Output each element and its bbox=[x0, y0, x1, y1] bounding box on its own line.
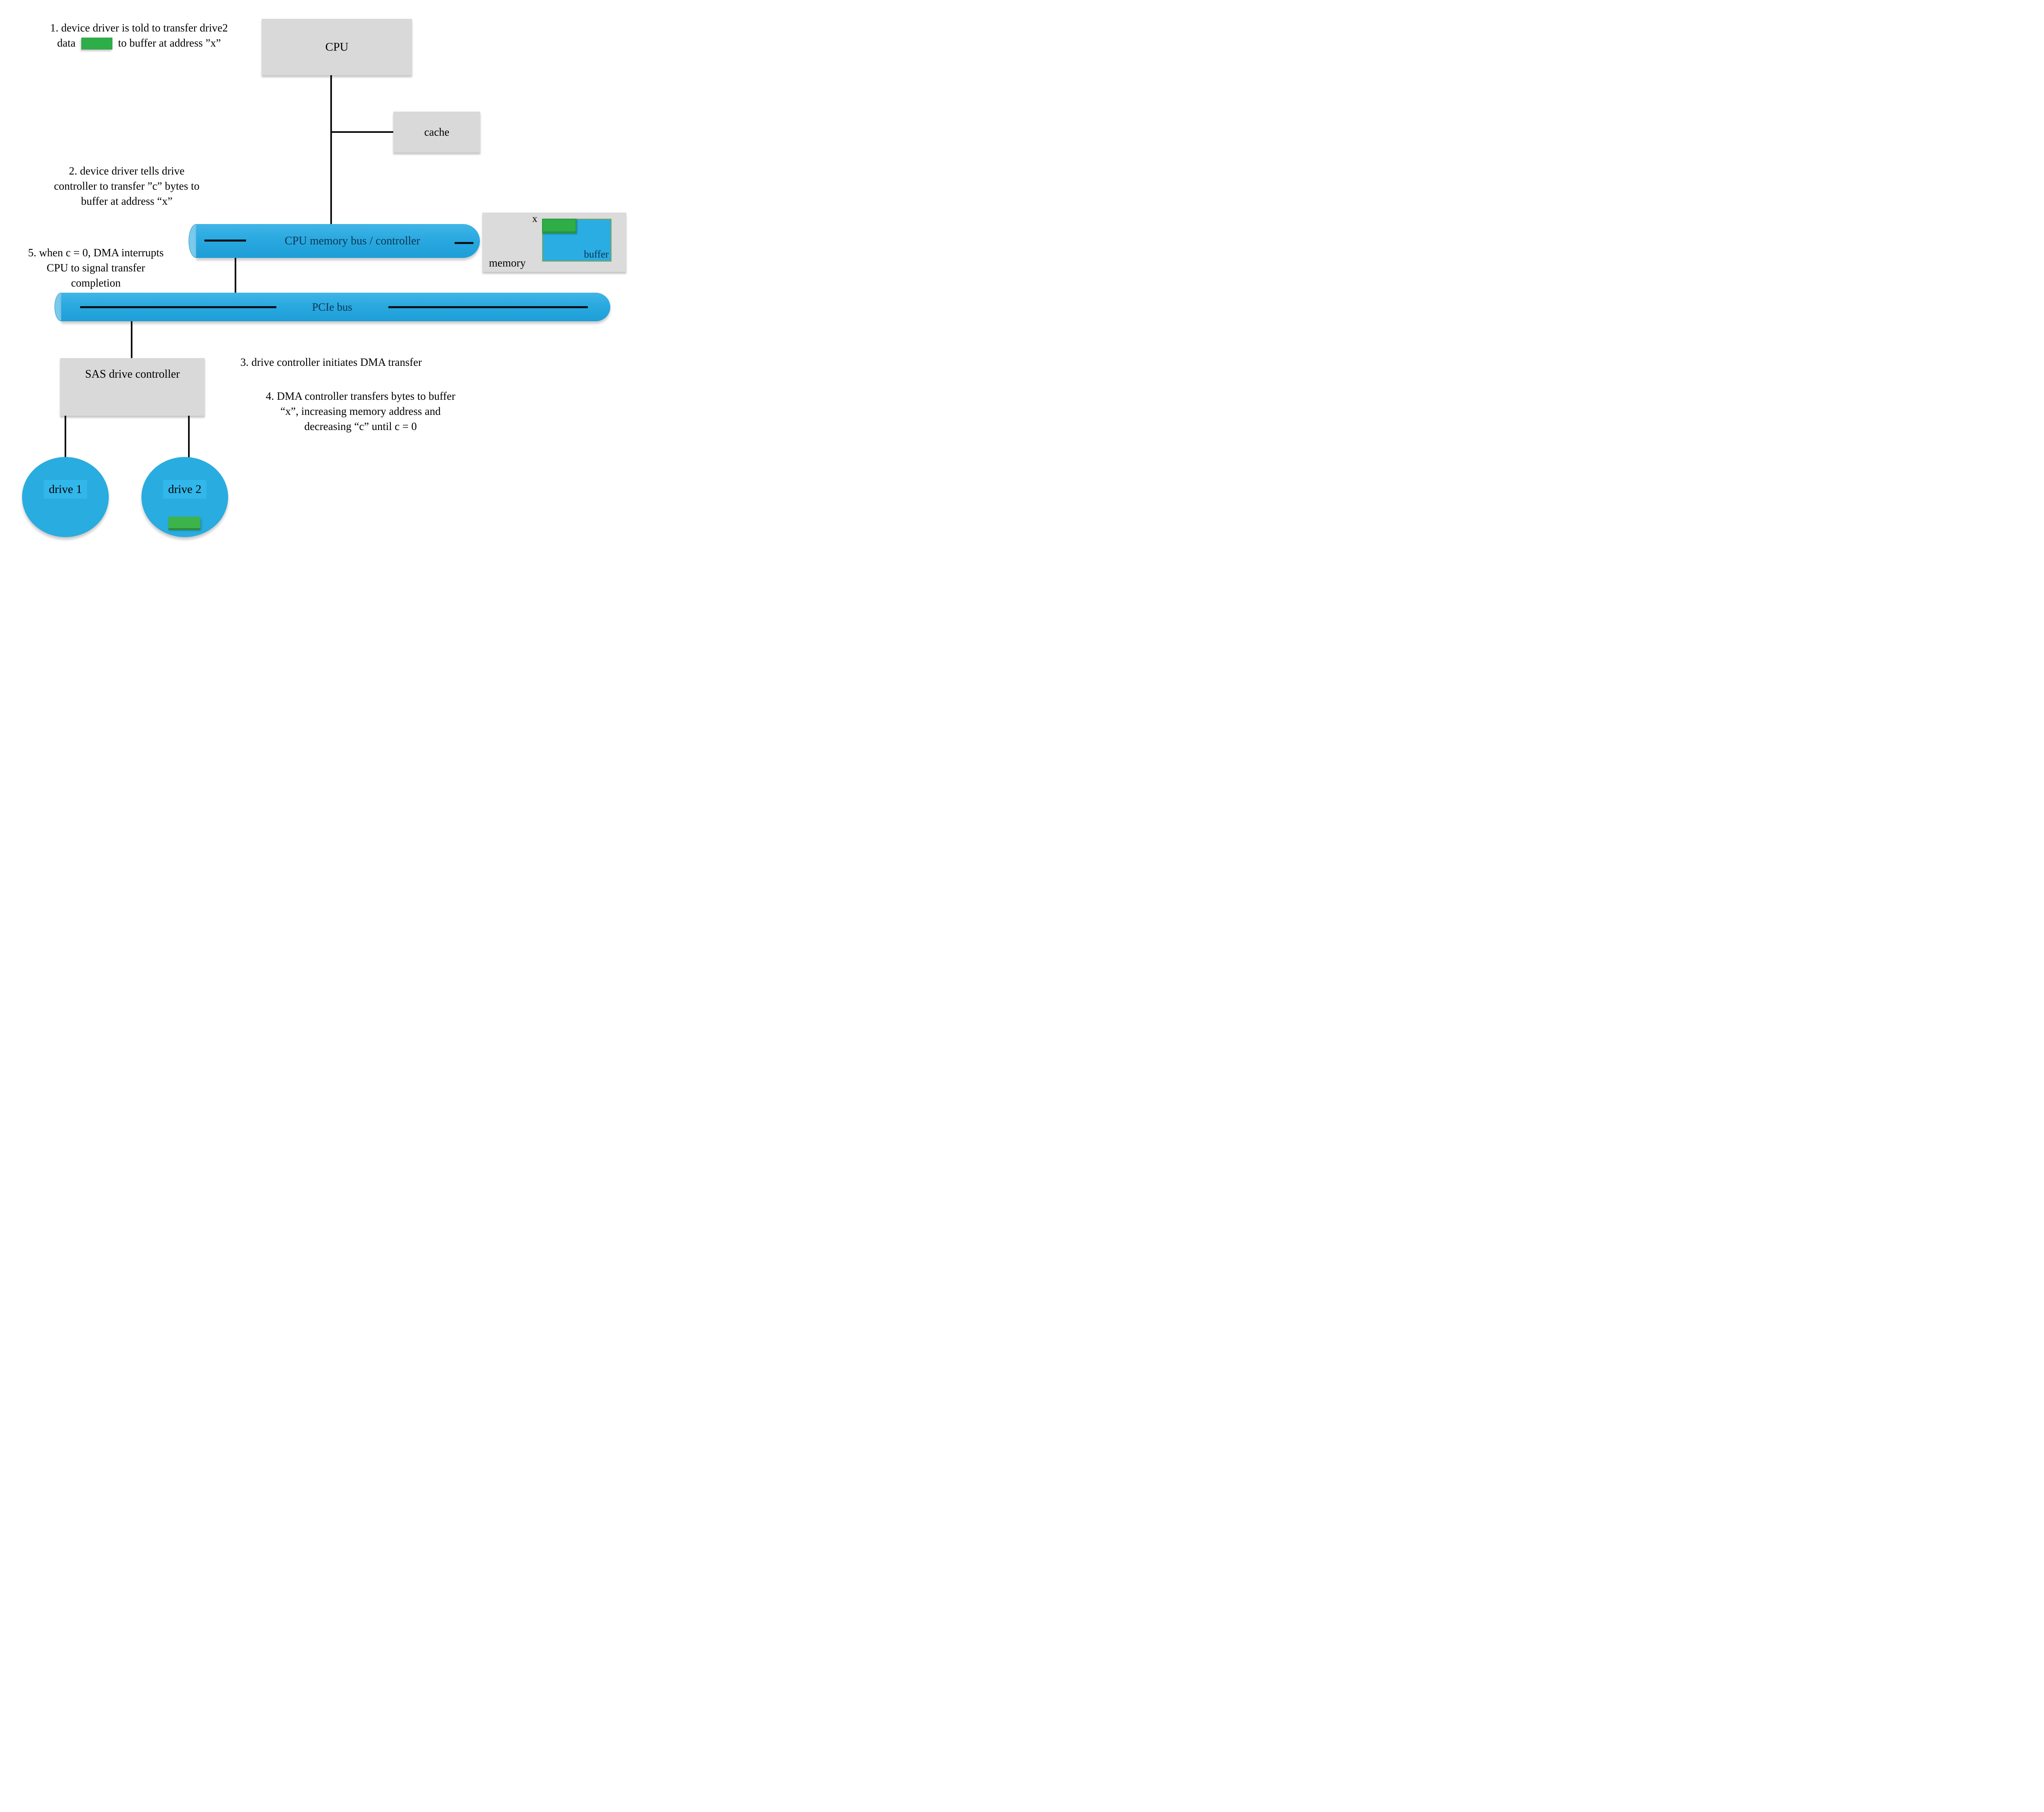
annotation-step1-line2-suffix: to buffer at address ”x” bbox=[118, 37, 221, 49]
pcie-bus-label: PCIe bus bbox=[312, 300, 352, 313]
drive2-label: drive 2 bbox=[163, 480, 206, 499]
annotation-step2-line2: controller to transfer ”c” bytes to bbox=[54, 180, 200, 192]
annotation-step3: 3. drive controller initiates DMA transf… bbox=[240, 356, 422, 368]
memory-label: memory bbox=[489, 257, 526, 269]
cpu-to-cache-line bbox=[331, 131, 394, 133]
buffer-address-x-label: x bbox=[532, 213, 538, 224]
sas-to-drive1-line bbox=[65, 415, 66, 460]
sas-to-drive2-line bbox=[188, 415, 190, 460]
memory-bus-left-tap bbox=[204, 240, 246, 242]
drive2-node: drive 2 bbox=[141, 457, 228, 537]
annotation-step1-line1: 1. device driver is told to transfer dri… bbox=[50, 22, 228, 34]
annotation-step2: 2. device driver tells drive controller … bbox=[31, 164, 223, 209]
memory-bus-right-tap bbox=[455, 242, 473, 244]
annotation-step4-line3: decreasing “c” until c = 0 bbox=[304, 420, 417, 432]
annotation-step5: 5. when c = 0, DMA interrupts CPU to sig… bbox=[9, 245, 183, 291]
annotation-step1-line2: data to buffer at address ”x” bbox=[22, 36, 256, 51]
cache-label: cache bbox=[424, 125, 450, 138]
annotation-step1-line2-prefix: data bbox=[57, 37, 76, 49]
memory-bus-to-pcie-line bbox=[235, 241, 236, 308]
data-block-on-drive2-icon bbox=[168, 517, 200, 528]
buffer-label: buffer bbox=[584, 249, 609, 260]
data-block-icon bbox=[81, 38, 112, 49]
dma-transfer-diagram: 1. device driver is told to transfer dri… bbox=[0, 0, 633, 544]
annotation-step5-line1: 5. when c = 0, DMA interrupts bbox=[28, 246, 164, 259]
cpu-to-memory-bus-line bbox=[330, 75, 332, 226]
annotation-step4-line2: “x”, increasing memory address and bbox=[280, 405, 441, 417]
sas-drive-controller-label: SAS drive controller bbox=[85, 368, 180, 381]
annotation-step5-line3: completion bbox=[71, 277, 121, 289]
pcie-to-sas-line bbox=[131, 308, 132, 358]
annotation-step4-line1: 4. DMA controller transfers bytes to buf… bbox=[266, 390, 455, 402]
annotation-step2-line1: 2. device driver tells drive bbox=[69, 165, 185, 177]
cpu-label: CPU bbox=[325, 40, 349, 54]
sas-drive-controller-node: SAS drive controller bbox=[60, 358, 205, 416]
pcie-bus-left-tap bbox=[80, 306, 276, 308]
annotation-step1: 1. device driver is told to transfer dri… bbox=[22, 20, 256, 51]
annotation-step2-line3: buffer at address “x” bbox=[81, 195, 173, 207]
pcie-bus-right-tap bbox=[388, 306, 588, 308]
memory-bus-label: CPU memory bus / controller bbox=[285, 234, 420, 247]
annotation-step4: 4. DMA controller transfers bytes to buf… bbox=[234, 389, 487, 434]
cache-node: cache bbox=[393, 112, 480, 152]
drive1-label: drive 1 bbox=[44, 480, 87, 499]
drive1-node: drive 1 bbox=[22, 457, 109, 537]
data-block-in-buffer-icon bbox=[542, 219, 576, 233]
memory-node: x buffer memory bbox=[482, 213, 626, 272]
annotation-step5-line2: CPU to signal transfer bbox=[47, 262, 145, 274]
cpu-node: CPU bbox=[262, 19, 412, 75]
